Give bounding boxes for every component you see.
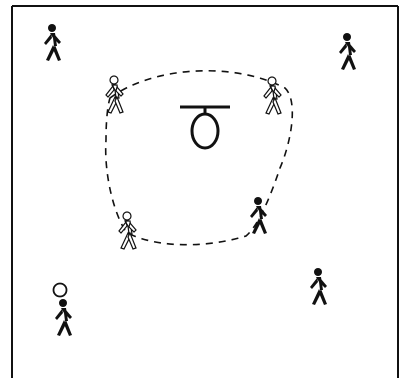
court-border (12, 6, 398, 378)
player-top-left (44, 24, 61, 61)
player-circle-lower-left (119, 212, 136, 249)
player-top-right (339, 33, 356, 70)
player-circle-upper-right (264, 77, 281, 114)
player-circle-lower-right (250, 197, 267, 234)
player-bottom-right (310, 268, 327, 305)
player-bottom-left (55, 299, 72, 336)
basket-hoop-icon (180, 107, 230, 148)
ball-icon (54, 284, 67, 297)
